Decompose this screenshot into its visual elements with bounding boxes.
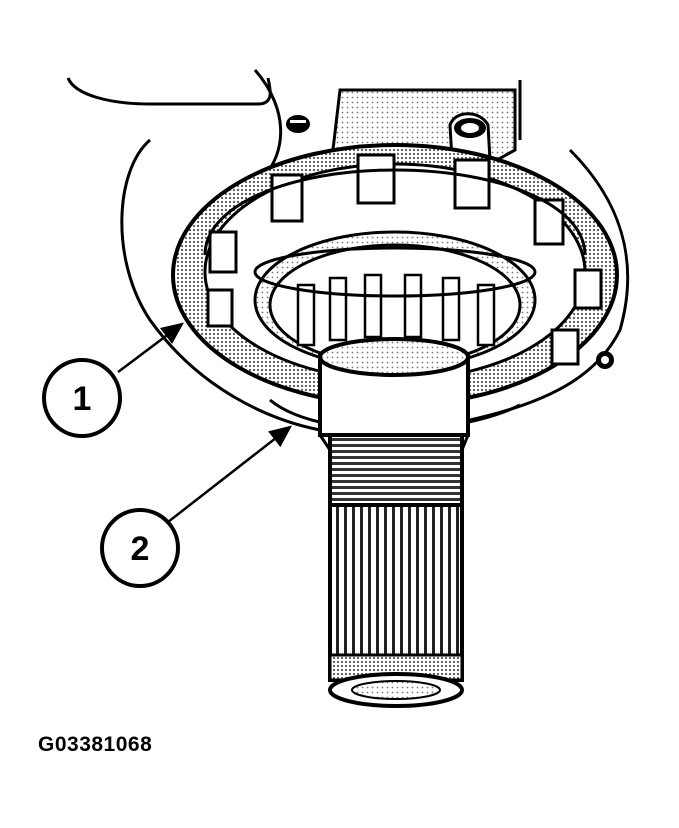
callout-2-label: 2	[131, 530, 150, 568]
leader-arrow-1	[117, 322, 184, 373]
leader-arrows	[117, 322, 292, 523]
figure-code: G03381068	[38, 733, 153, 756]
callout-2: 2	[100, 508, 180, 588]
output-shaft	[269, 337, 521, 708]
callout-1: 1	[42, 358, 122, 438]
clutch-drum	[171, 143, 619, 407]
leader-arrow-2	[167, 425, 292, 523]
callout-1-label: 1	[73, 380, 92, 418]
